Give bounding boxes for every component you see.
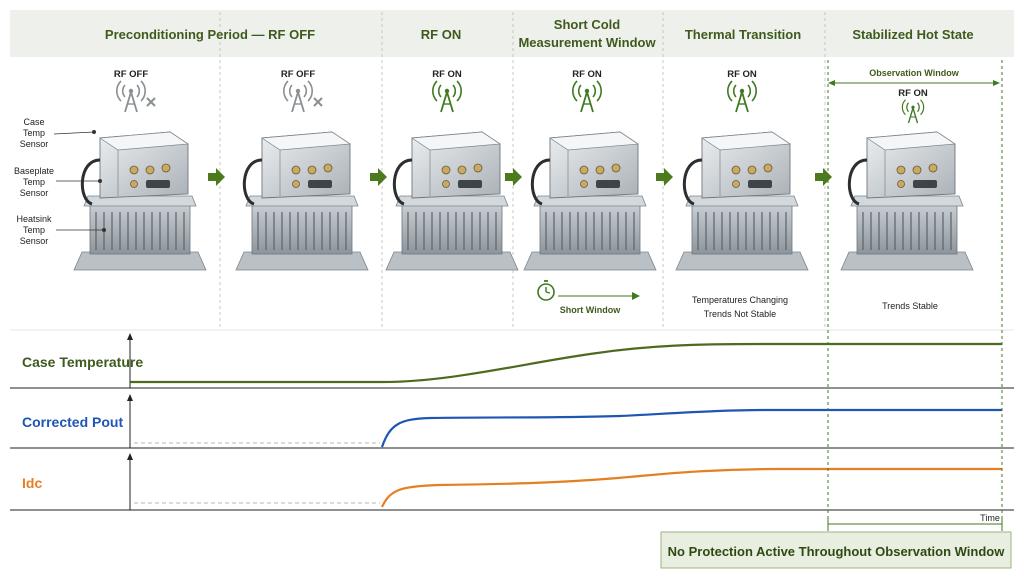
antenna-off-icon [115, 80, 156, 113]
short-window-arrow [558, 292, 640, 300]
time-axis-label: Time [980, 513, 1000, 523]
arrow-right-icon [208, 168, 225, 186]
stopwatch-icon [537, 280, 555, 301]
heatsink-sensor-label-3: Sensor [20, 236, 49, 246]
case-sensor-label-3: Sensor [20, 139, 49, 149]
unit-1-status: RF OFF [114, 69, 148, 80]
arrow-right-icon [370, 168, 387, 186]
arrow-right-icon [815, 168, 832, 186]
short-window-label: Short Window [560, 305, 621, 315]
observation-window-label: Observation Window [869, 68, 959, 78]
header-thermal-transition: Thermal Transition [685, 27, 801, 42]
case-sensor-label-1: Case [23, 117, 44, 127]
header-short-cold-1: Short Cold [554, 17, 620, 32]
sensor-callouts: Case Temp Sensor Baseplate Temp Sensor H… [14, 117, 106, 246]
amplifier-unit-1 [72, 130, 208, 272]
case-temperature-label: Case Temperature [22, 354, 143, 370]
idc-curve [381, 467, 1002, 508]
trends-stable-label: Trends Stable [882, 301, 938, 311]
arrow-right-icon [656, 168, 673, 186]
corrected-pout-label: Corrected Pout [22, 414, 123, 430]
axis-arrow-icon [127, 453, 133, 460]
observation-window-bounds [827, 60, 1003, 534]
amplifier-unit-6 [839, 130, 975, 272]
header-rf-on: RF ON [421, 27, 461, 42]
header-band [10, 10, 1014, 57]
case-temperature-curve [130, 342, 1002, 384]
idc-label: Idc [22, 475, 42, 491]
amplifier-unit-4 [522, 130, 658, 272]
baseplate-sensor-label-2: Temp [23, 177, 45, 187]
pre-rf-baselines [134, 442, 380, 504]
heatsink-sensor-label-1: Heatsink [16, 214, 52, 224]
antenna-on-icon [431, 80, 463, 113]
axis-arrow-icon [127, 394, 133, 401]
amplifier-unit-5 [674, 130, 810, 272]
baseplate-sensor-label-3: Sensor [20, 188, 49, 198]
case-sensor-label-2: Temp [23, 128, 45, 138]
antenna-on-icon [726, 80, 758, 113]
unit-5-status: RF ON [727, 69, 757, 80]
unit-2-status: RF OFF [281, 69, 315, 80]
time-bracket [827, 519, 1003, 529]
phase-dividers [219, 12, 826, 330]
header-preconditioning: Preconditioning Period — RF OFF [105, 27, 315, 42]
amplifier-unit-3 [384, 130, 520, 272]
antenna-off-icon [282, 80, 323, 113]
unit-4-status: RF ON [572, 69, 602, 80]
footer-box [660, 531, 1012, 569]
trends-not-stable-label: Trends Not Stable [704, 309, 776, 319]
amplifier-unit-2 [234, 130, 370, 272]
antenna-on-icon [571, 80, 603, 113]
unit-6-status: RF ON [898, 88, 928, 99]
axis-arrow-icon [127, 333, 133, 340]
arrow-right-icon [505, 168, 522, 186]
corrected-pout-curve [380, 408, 1002, 448]
footer-text: No Protection Active Throughout Observat… [668, 544, 1006, 559]
temps-changing-label: Temperatures Changing [692, 295, 788, 305]
header-stabilized-hot: Stabilized Hot State [852, 27, 973, 42]
heatsink-sensor-label-2: Temp [23, 225, 45, 235]
baseplate-sensor-label-1: Baseplate [14, 166, 54, 176]
antenna-on-icon [901, 99, 925, 124]
observation-window-bracket [828, 80, 1000, 86]
plot-axes [10, 336, 1014, 511]
header-short-cold-2: Measurement Window [518, 35, 656, 50]
unit-3-status: RF ON [432, 69, 462, 80]
